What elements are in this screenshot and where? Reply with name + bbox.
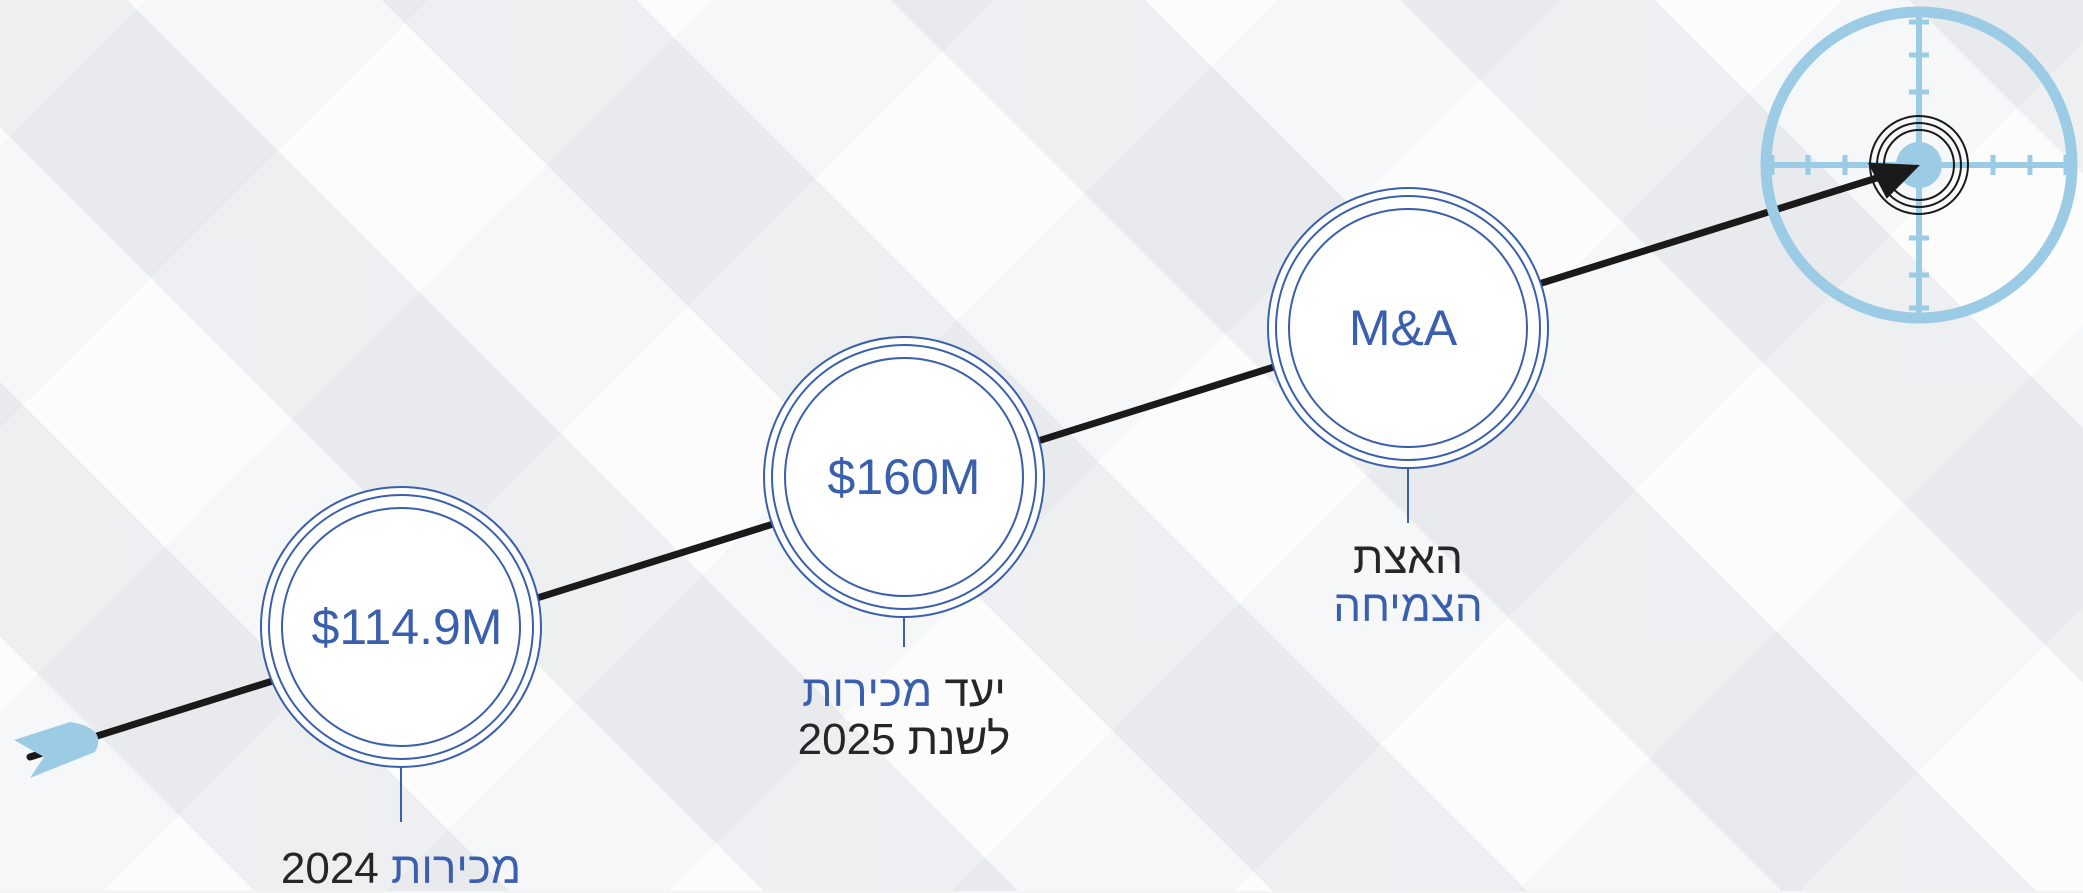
milestone-value-1: $114.9M: [312, 599, 503, 655]
caption-1-accent: מכירות: [391, 844, 522, 893]
arrow-fletching-icon: [14, 722, 99, 778]
caption-1-plain: 2024: [280, 844, 379, 893]
caption-2-plain-1: יעד: [944, 667, 1006, 716]
milestone-node-2: $160M: [763, 336, 1045, 647]
milestone-caption-3: האצת הצמיחה: [1208, 535, 1608, 631]
milestone-value-2: $160M: [828, 449, 981, 505]
caption-3-accent: הצמיחה: [1333, 582, 1483, 631]
milestone-caption-2: יעד מכירות לשנת 2025: [704, 668, 1104, 764]
caption-2-plain-2: לשנת 2025: [797, 715, 1011, 764]
arrow-head-icon: [1867, 162, 1920, 199]
milestone-node-3: M&A: [1267, 187, 1549, 523]
milestone-value-3: M&A: [1349, 300, 1458, 356]
milestone-node-1: $114.9M: [260, 486, 542, 822]
milestone-caption-1: מכירות 2024: [201, 845, 601, 893]
caption-3-plain: האצת: [1353, 534, 1463, 583]
caption-2-accent: מכירות: [802, 667, 933, 716]
